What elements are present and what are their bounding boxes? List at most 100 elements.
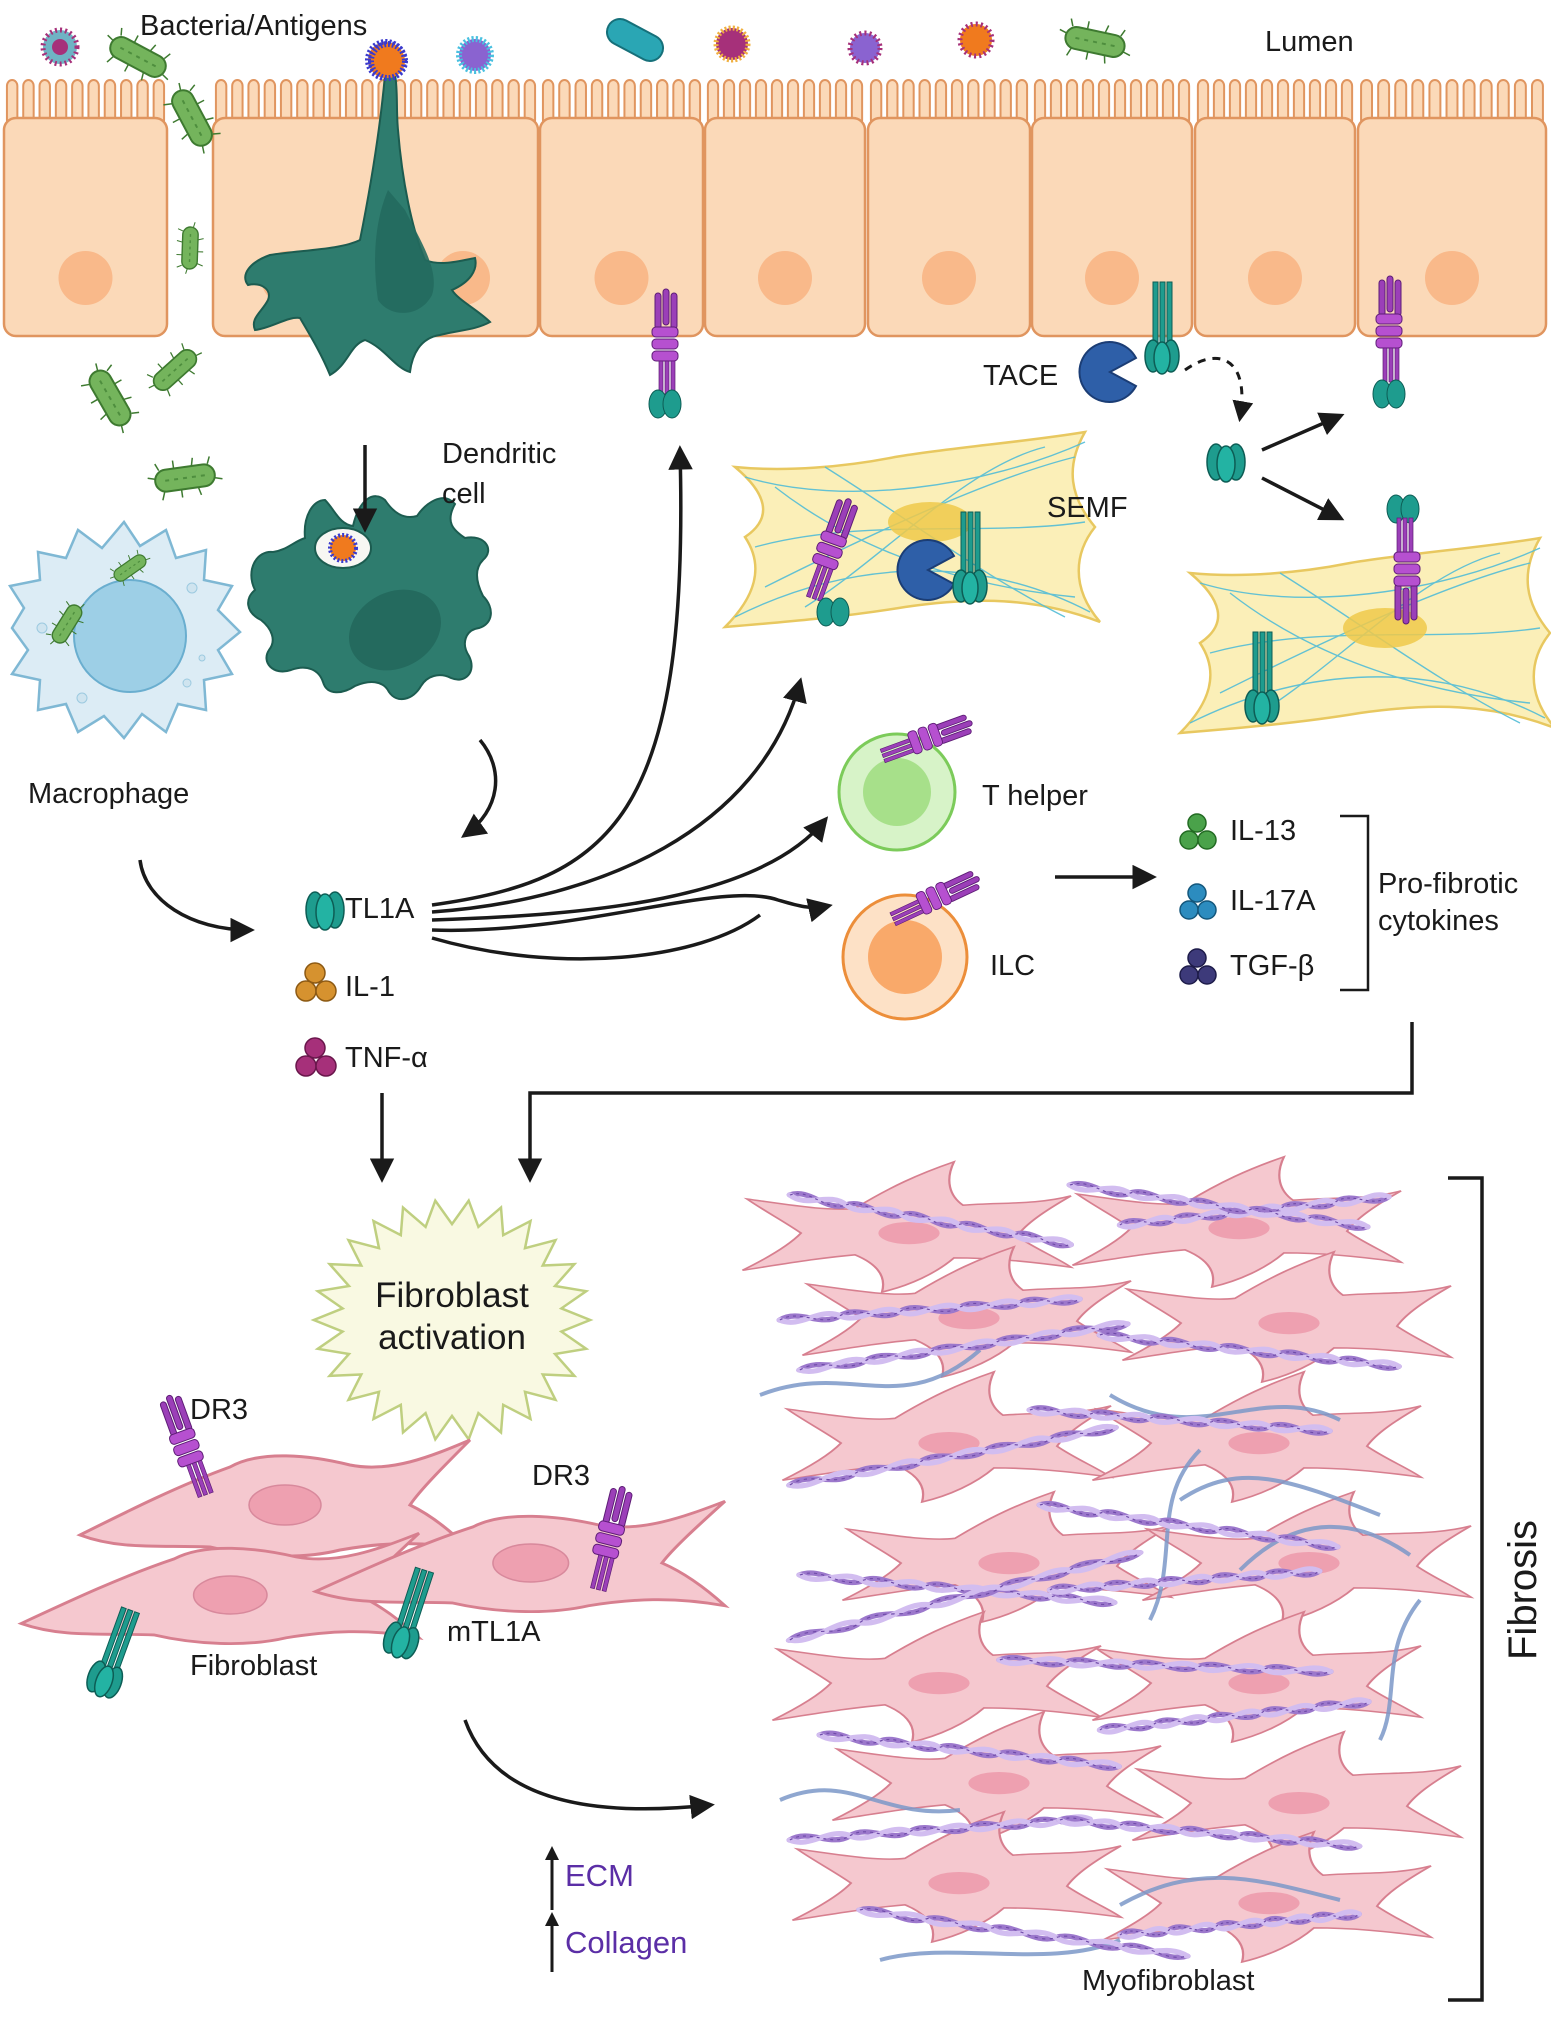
dr3-receptor-icon bbox=[1375, 275, 1403, 383]
arrow-to-myofibroblasts bbox=[463, 1719, 715, 1820]
tl1a-trimer-icon bbox=[305, 891, 345, 931]
arrow-cytokines-to-activation bbox=[517, 1022, 1414, 1183]
fibrosis-label: Fibrosis bbox=[1501, 1519, 1545, 1660]
capsule-bacteria-icon bbox=[605, 18, 665, 62]
antigen-icon bbox=[40, 27, 80, 67]
dendritic-cell-icon bbox=[244, 41, 492, 377]
arrow-tl1a-to-ilc bbox=[431, 893, 833, 933]
nucleus bbox=[1425, 251, 1479, 305]
dr3-receptor-icon bbox=[651, 288, 679, 396]
antigen-icon bbox=[957, 21, 995, 59]
il13-cytokine-icon bbox=[1179, 813, 1217, 850]
semf-cell-icon bbox=[723, 430, 1102, 629]
up-arrow-icon bbox=[545, 1846, 559, 1910]
nucleus bbox=[594, 251, 649, 305]
epithelium-layer bbox=[2, 79, 1548, 338]
ecm-fiber bbox=[759, 1348, 982, 1397]
bacteria-icon bbox=[175, 220, 205, 276]
tl1a-label: TL1A bbox=[345, 893, 415, 925]
arrow-tl1a-to-epithelium bbox=[431, 445, 693, 907]
myofibroblast-label: Myofibroblast bbox=[1082, 1965, 1255, 1997]
arrow-tl1a-to-t-helper bbox=[431, 816, 829, 922]
collagen-label: Collagen bbox=[565, 1925, 688, 1960]
ecm-fiber bbox=[779, 1788, 961, 1814]
up-arrow-icon bbox=[545, 1912, 559, 1972]
bacteria-icon bbox=[74, 355, 146, 441]
nucleus bbox=[922, 251, 976, 305]
tl1a-bound-icon bbox=[1372, 379, 1406, 409]
tl1a-bound-icon bbox=[1386, 494, 1420, 524]
macrophage-icon bbox=[7, 519, 242, 740]
dendritic-captured-antigen bbox=[368, 41, 408, 81]
arrow-to-semf-dr3 bbox=[1261, 476, 1345, 521]
fibrosis-bracket bbox=[1448, 1176, 1484, 2002]
bacteria-antigens-label: Bacteria/Antigens bbox=[140, 10, 368, 42]
dendritic-cell-label-line1: Dendritic bbox=[442, 438, 557, 470]
nucleus bbox=[1085, 251, 1139, 305]
ecm-label: ECM bbox=[565, 1858, 634, 1893]
antigen-icon bbox=[713, 25, 751, 63]
tl1a-bound-icon bbox=[648, 389, 682, 419]
ecm-fiber bbox=[1178, 1475, 1381, 1517]
epithelial-cell bbox=[1030, 116, 1194, 338]
myofibroblast-cell-icon bbox=[741, 1160, 1073, 1294]
epithelial-cell bbox=[538, 116, 705, 338]
myofibroblast-cell-icon bbox=[1091, 1370, 1423, 1504]
epithelial-cell bbox=[703, 116, 867, 338]
il1-label: IL-1 bbox=[345, 971, 395, 1003]
dendritic-cell-mature-icon bbox=[247, 495, 492, 701]
fibroblast-activation-line1: Fibroblast bbox=[375, 1276, 529, 1315]
ecm-fiber bbox=[1148, 1448, 1202, 1621]
t-helper-label: T helper bbox=[982, 780, 1088, 812]
cytokine-bracket bbox=[1340, 814, 1370, 992]
myofibroblast-cell-icon bbox=[1121, 1250, 1453, 1384]
dr3-label-left: DR3 bbox=[190, 1394, 249, 1426]
epithelial-cell bbox=[866, 116, 1032, 338]
semf-label: SEMF bbox=[1047, 492, 1128, 524]
activation-starburst-icon bbox=[310, 1197, 594, 1443]
epithelial-cell bbox=[2, 116, 169, 338]
dendritic-cell-label-line2: cell bbox=[442, 478, 486, 510]
bacteria-icon bbox=[139, 336, 211, 404]
tace-enzyme-icon bbox=[1078, 341, 1138, 403]
nucleus bbox=[1248, 251, 1302, 305]
ecm-fiber bbox=[1119, 1875, 1341, 1907]
epithelial-cell bbox=[1356, 116, 1548, 338]
fibroblast-label: Fibroblast bbox=[190, 1650, 318, 1682]
il1-cytokine-icon bbox=[295, 962, 337, 1002]
ecm-fiber bbox=[1238, 1524, 1412, 1572]
arrow-tl1a-to-lower bbox=[431, 913, 762, 961]
dr3-receptor-icon bbox=[1393, 517, 1421, 625]
dr3-label-right: DR3 bbox=[532, 1460, 591, 1492]
ecm-fiber bbox=[879, 1938, 1121, 1962]
epithelial-cell bbox=[1193, 116, 1357, 338]
fibroblast-activation-line2: activation bbox=[378, 1318, 526, 1357]
antigen-icon bbox=[847, 30, 883, 66]
t-helper-cell-icon bbox=[837, 732, 957, 852]
tl1a-bound-icon bbox=[816, 597, 850, 627]
profibrotic-label-line1: Pro-fibrotic bbox=[1378, 868, 1519, 900]
il17a-label: IL-17A bbox=[1230, 885, 1316, 917]
antigen-icon bbox=[456, 36, 494, 74]
semf-cell-icon bbox=[1178, 536, 1551, 735]
arrow-dc-to-tl1a bbox=[461, 738, 498, 838]
tnfa-label: TNF-α bbox=[345, 1042, 428, 1074]
profibrotic-label-line2: cytokines bbox=[1378, 905, 1499, 937]
arrow-macrophage-to-tl1a bbox=[138, 859, 255, 943]
bacteria-icon bbox=[1053, 14, 1137, 70]
tace-label: TACE bbox=[983, 360, 1059, 392]
myofibroblast-cell-icon bbox=[1101, 1830, 1433, 1964]
ecm-fiber bbox=[1108, 1393, 1341, 1422]
arrow-to-epithelial-dr3 bbox=[1261, 412, 1345, 452]
tace-cleave-arrow bbox=[1184, 356, 1254, 423]
ilc-cell-icon bbox=[841, 893, 969, 1021]
macrophage-label: Macrophage bbox=[28, 778, 190, 810]
myofibroblast-cell-icon bbox=[781, 1370, 1113, 1504]
ilc-label: ILC bbox=[990, 950, 1036, 982]
bacteria-group bbox=[74, 14, 1137, 503]
nucleus bbox=[758, 251, 812, 305]
arrow-tl1a-to-semf bbox=[431, 677, 807, 914]
bacteria-icon bbox=[144, 453, 226, 503]
myofibroblast-network bbox=[741, 1155, 1473, 1964]
